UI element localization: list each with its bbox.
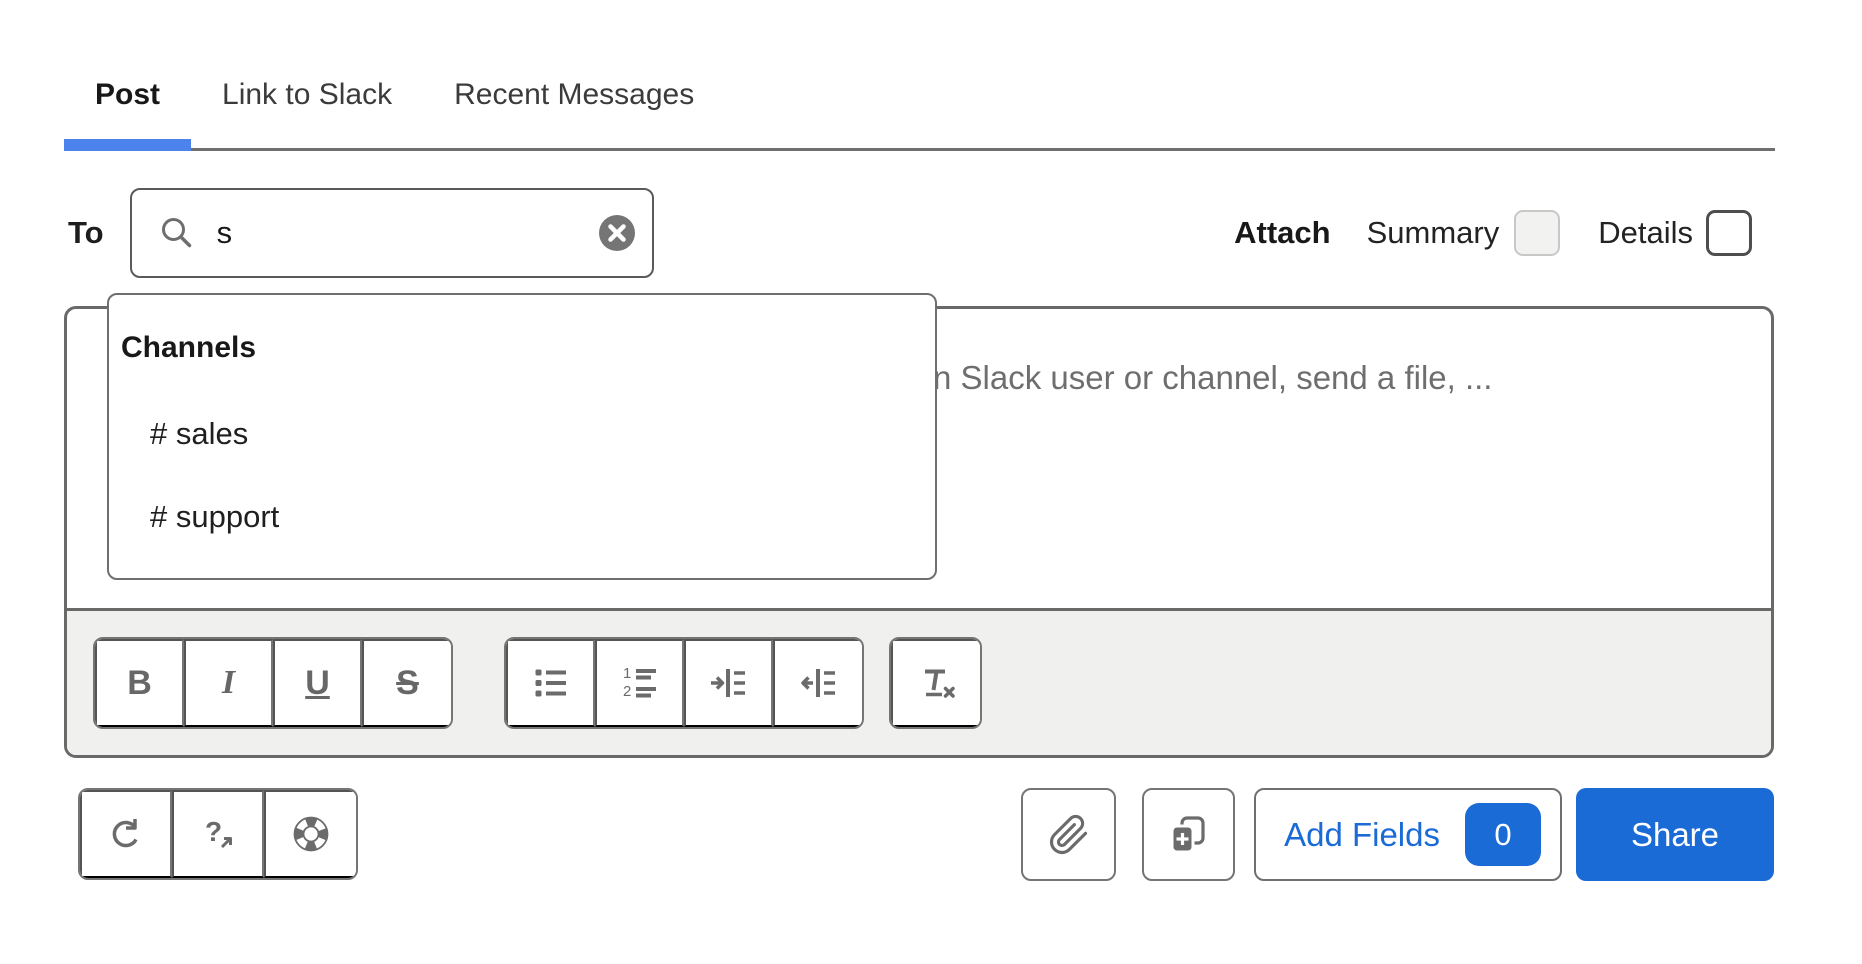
redo-button[interactable] — [80, 790, 172, 878]
attach-label: Attach — [1234, 215, 1331, 250]
recipient-search-box[interactable] — [129, 188, 654, 278]
tab-link-to-slack-label: Link to Slack — [222, 78, 393, 111]
summary-checkbox-label: Summary — [1366, 215, 1500, 250]
tab-bar: Post Link to Slack Recent Messages — [64, 56, 1775, 151]
underline-icon: U — [305, 664, 330, 702]
strikethrough-icon: S — [396, 664, 419, 702]
remove-formatting-button[interactable] — [891, 639, 980, 727]
tab-recent-messages[interactable]: Recent Messages — [423, 56, 725, 148]
attach-file-button[interactable] — [1021, 788, 1117, 881]
underline-button[interactable]: U — [273, 639, 362, 727]
tab-post[interactable]: Post — [64, 56, 192, 151]
bulleted-list-icon — [531, 663, 571, 703]
recipient-row: To — [64, 188, 654, 278]
add-fields-button[interactable]: Add Fields 0 — [1254, 788, 1562, 881]
copy-to-notes-button[interactable] — [1142, 788, 1236, 881]
add-fields-label: Add Fields — [1284, 815, 1440, 853]
attach-options-row: Attach Summary Details — [1234, 188, 1752, 278]
text-style-group: B I U S — [93, 637, 453, 729]
message-placeholder: n Slack user or channel, send a file, ..… — [933, 359, 1493, 396]
strikethrough-button[interactable]: S — [362, 639, 451, 727]
italic-icon: I — [221, 664, 236, 701]
numbered-list-button[interactable]: 1 2 — [595, 639, 684, 727]
bold-icon: B — [127, 664, 152, 702]
details-checkbox-label: Details — [1598, 215, 1693, 250]
italic-button[interactable]: I — [184, 639, 273, 727]
indent-button[interactable] — [684, 639, 773, 727]
primary-actions-group: Add Fields 0 Share — [1021, 788, 1774, 881]
typeahead-group-label: Channels — [121, 331, 257, 364]
clear-format-group — [889, 637, 982, 729]
svg-text:2: 2 — [623, 683, 631, 700]
share-button-label: Share — [1630, 815, 1720, 853]
active-tab-indicator — [64, 139, 192, 151]
add-fields-count-badge: 0 — [1465, 803, 1541, 866]
copy-add-icon — [1167, 813, 1211, 857]
svg-text:?: ? — [205, 816, 222, 847]
utility-button-group: ? — [78, 788, 358, 880]
tab-link-to-slack[interactable]: Link to Slack — [191, 56, 423, 148]
outdent-icon — [799, 663, 839, 703]
footer-actions: ? — [64, 788, 1774, 881]
typeahead-option-support[interactable]: # support — [150, 499, 280, 534]
share-button[interactable]: Share — [1576, 788, 1774, 881]
to-label: To — [68, 215, 104, 250]
clear-icon — [598, 214, 636, 252]
recipient-typeahead-dropdown: Channels # sales # support — [107, 293, 937, 580]
svg-text:1: 1 — [623, 665, 631, 682]
clear-search-button[interactable] — [598, 214, 636, 252]
search-icon — [159, 215, 195, 251]
list-indent-group: 1 2 — [504, 637, 864, 729]
help-button[interactable]: ? — [172, 790, 264, 878]
typeahead-option-sales[interactable]: # sales — [150, 416, 249, 451]
paperclip-icon — [1048, 814, 1090, 856]
formatting-toolbar: B I U S — [67, 608, 1771, 755]
help-external-icon: ? — [199, 815, 237, 853]
numbered-list-icon: 1 2 — [620, 663, 660, 703]
remove-formatting-icon — [917, 663, 957, 703]
details-checkbox[interactable] — [1706, 210, 1752, 256]
bold-button[interactable]: B — [95, 639, 184, 727]
message-editor-area[interactable]: n Slack user or channel, send a file, ..… — [67, 309, 1771, 608]
tab-recent-messages-label: Recent Messages — [454, 78, 695, 111]
bulleted-list-button[interactable] — [506, 639, 595, 727]
support-button[interactable] — [264, 790, 356, 878]
lifebuoy-icon — [291, 814, 331, 854]
indent-icon — [709, 663, 749, 703]
recipient-search-input[interactable] — [216, 215, 598, 251]
summary-checkbox — [1514, 210, 1561, 256]
tab-post-label: Post — [95, 78, 161, 111]
redo-icon — [107, 815, 145, 853]
outdent-button[interactable] — [773, 639, 862, 727]
